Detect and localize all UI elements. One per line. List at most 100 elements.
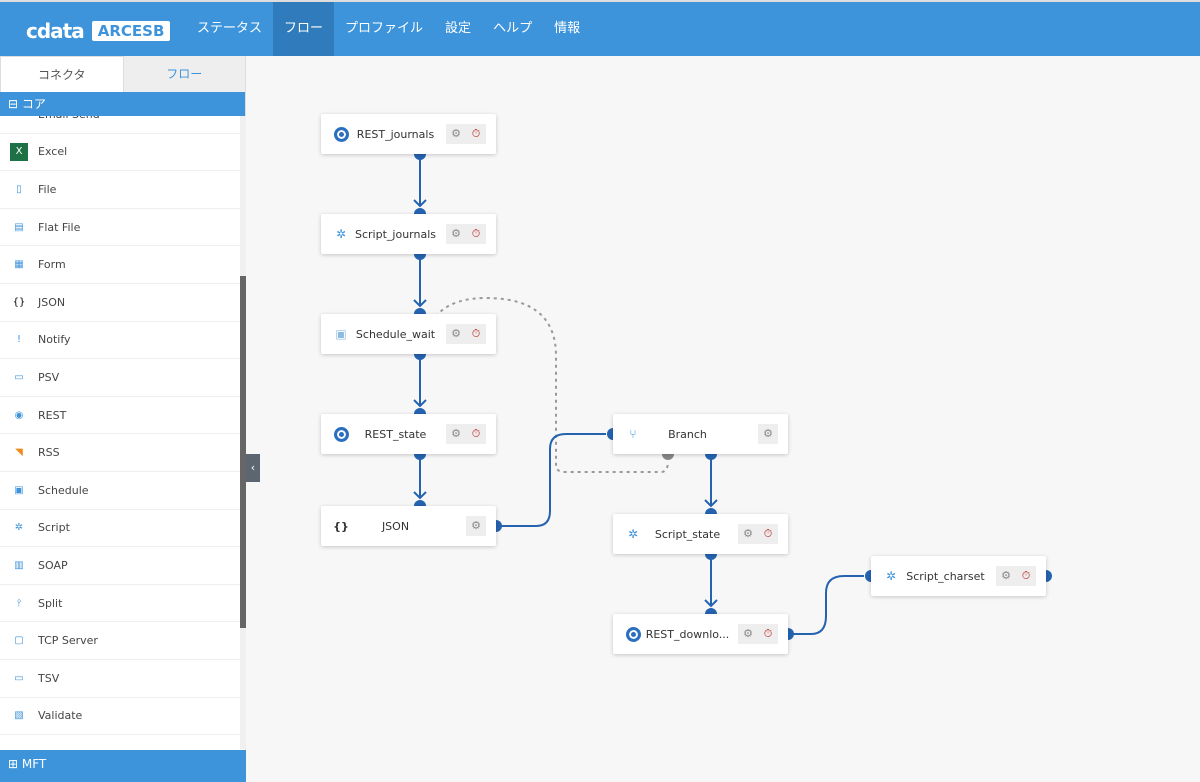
flow-node[interactable]: ▣ Schedule_wait ⚙ ⏱ (321, 314, 496, 354)
script-icon: ✲ (14, 522, 24, 534)
connector-item[interactable]: ⫯Split (0, 585, 240, 623)
connector-item[interactable]: ▯File (0, 171, 240, 209)
settings-gear-icon[interactable]: ⚙ (451, 127, 461, 140)
node-name: REST_state (364, 427, 427, 441)
nav-status[interactable]: ステータス (197, 21, 263, 36)
schedule-clock-icon[interactable]: ⏱ (763, 627, 773, 640)
collapse-sidebar-button[interactable]: ‹ (246, 454, 260, 482)
connection-line (413, 354, 427, 408)
flow-node[interactable]: ⑂ Branch ⚙ (613, 414, 788, 454)
connector-item[interactable]: ▦Form (0, 246, 240, 284)
connector-item[interactable]: ✉Email Send (0, 116, 240, 134)
schedule-clock-icon[interactable]: ⏱ (763, 527, 773, 540)
settings-gear-icon[interactable]: ⚙ (743, 527, 753, 540)
main-nav: ステータス フロー プロファイル 設定 ヘルプ 情報 (186, 2, 591, 56)
tsv-icon: ▭ (14, 672, 24, 684)
flow-node[interactable]: ✲ Script_charset ⚙ ⏱ (871, 556, 1046, 596)
node-name: JSON (381, 519, 410, 533)
connector-item[interactable]: ▭PSV (0, 359, 240, 397)
settings-gear-icon[interactable]: ⚙ (451, 327, 461, 340)
branch-icon: ⑂ (629, 427, 637, 441)
rest-icon (625, 626, 641, 642)
flow-node[interactable]: ✲ Script_journals ⚙ ⏱ (321, 214, 496, 254)
split-icon: ⫯ (16, 597, 22, 609)
flow-node[interactable]: {} JSON ⚙ (321, 506, 496, 546)
flow-node[interactable]: REST_journals⚙⏱ (321, 114, 496, 154)
connector-item[interactable]: !Notify (0, 322, 240, 360)
node-name: Schedule_wait (355, 327, 436, 341)
nav-flow[interactable]: フロー (273, 2, 335, 56)
settings-gear-icon[interactable]: ⚙ (451, 227, 461, 240)
email-icon: ✉ (10, 116, 28, 123)
settings-gear-icon[interactable]: ⚙ (743, 627, 753, 640)
rss-icon: ◥ (15, 447, 23, 459)
soap-icon: ▥ (14, 559, 24, 571)
connection-line (413, 154, 427, 208)
connection-line (423, 296, 669, 473)
flow-node[interactable]: ✲ Script_state ⚙ ⏱ (613, 514, 788, 554)
flat-file-icon: ▤ (14, 221, 24, 233)
schedule-clock-icon[interactable]: ⏱ (1021, 569, 1031, 582)
connector-item[interactable]: ▭TSV (0, 660, 240, 698)
connector-item[interactable]: ✲Script (0, 510, 240, 548)
schedule-clock-icon[interactable]: ⏱ (471, 327, 481, 340)
rest-icon (333, 126, 349, 142)
settings-gear-icon[interactable]: ⚙ (451, 427, 461, 440)
rest-icon: ◉ (14, 409, 24, 421)
flow-node[interactable]: REST_state ⚙ ⏱ (321, 414, 496, 454)
flow-node[interactable]: REST_downlo...⚙⏱ (613, 614, 788, 654)
schedule-icon: ▣ (14, 484, 24, 496)
schedule-clock-icon[interactable]: ⏱ (471, 427, 481, 440)
connector-item[interactable]: ◥RSS (0, 434, 240, 472)
connector-item[interactable]: ▢TCP Server (0, 622, 240, 660)
connector-item[interactable]: ▤Flat File (0, 209, 240, 247)
connection-line (788, 575, 864, 635)
rest-icon (333, 426, 349, 442)
connector-item[interactable]: ▣Schedule (0, 472, 240, 510)
connection-line (704, 454, 718, 508)
file-icon: ▯ (16, 183, 22, 195)
scrollbar-thumb[interactable] (240, 276, 246, 628)
script-icon: ✲ (885, 569, 897, 583)
connection-line (496, 433, 606, 527)
nav-settings[interactable]: 設定 (445, 21, 472, 36)
connector-item[interactable]: {}JSON (0, 284, 240, 322)
connector-item[interactable]: ▥SOAP (0, 547, 240, 585)
schedule-clock-icon[interactable]: ⏱ (471, 127, 481, 140)
form-icon: ▦ (14, 259, 24, 271)
sidebar: コネクタ フロー ⊟ コア ✉Email SendXExcel▯File▤Flat… (0, 56, 246, 782)
flow-canvas[interactable]: REST_journals⚙⏱✲Script_journals⚙⏱▣Schedu… (246, 56, 1200, 782)
excel-icon: X (10, 142, 28, 161)
schedule-clock-icon[interactable]: ⏱ (471, 227, 481, 240)
notify-icon: ! (16, 334, 21, 346)
settings-gear-icon[interactable]: ⚙ (471, 519, 481, 532)
collapse-icon: ⊟ (8, 97, 22, 111)
script-icon: ✲ (335, 227, 347, 241)
group-core-header[interactable]: ⊟ コア (0, 92, 245, 116)
tab-connectors[interactable]: コネクタ (0, 56, 124, 92)
group-mft-header[interactable]: ⊞ MFT (0, 750, 246, 782)
script-icon: ✲ (627, 527, 639, 541)
node-name: Branch (668, 427, 707, 441)
connector-item[interactable]: ▧Validate (0, 698, 240, 736)
node-name: Script_state (654, 527, 721, 541)
nav-profile[interactable]: プロファイル (345, 21, 424, 36)
expand-icon: ⊞ (8, 757, 22, 771)
json-icon: {} (12, 296, 26, 308)
tab-flows[interactable]: フロー (166, 67, 203, 81)
connector-list: ✉Email SendXExcel▯File▤Flat File▦Form{}J… (0, 116, 240, 749)
node-name: Script_charset (906, 569, 985, 583)
connector-item[interactable]: ◉REST (0, 397, 240, 435)
settings-gear-icon[interactable]: ⚙ (763, 427, 773, 440)
node-name: Script_journals (355, 227, 436, 241)
connection-line (413, 254, 427, 308)
nav-info[interactable]: 情報 (554, 21, 581, 36)
settings-gear-icon[interactable]: ⚙ (1001, 569, 1011, 582)
schedule-icon: ▣ (335, 327, 347, 341)
json-icon: {} (333, 519, 349, 533)
nav-help[interactable]: ヘルプ (493, 21, 533, 36)
scrollbar[interactable] (240, 116, 246, 749)
